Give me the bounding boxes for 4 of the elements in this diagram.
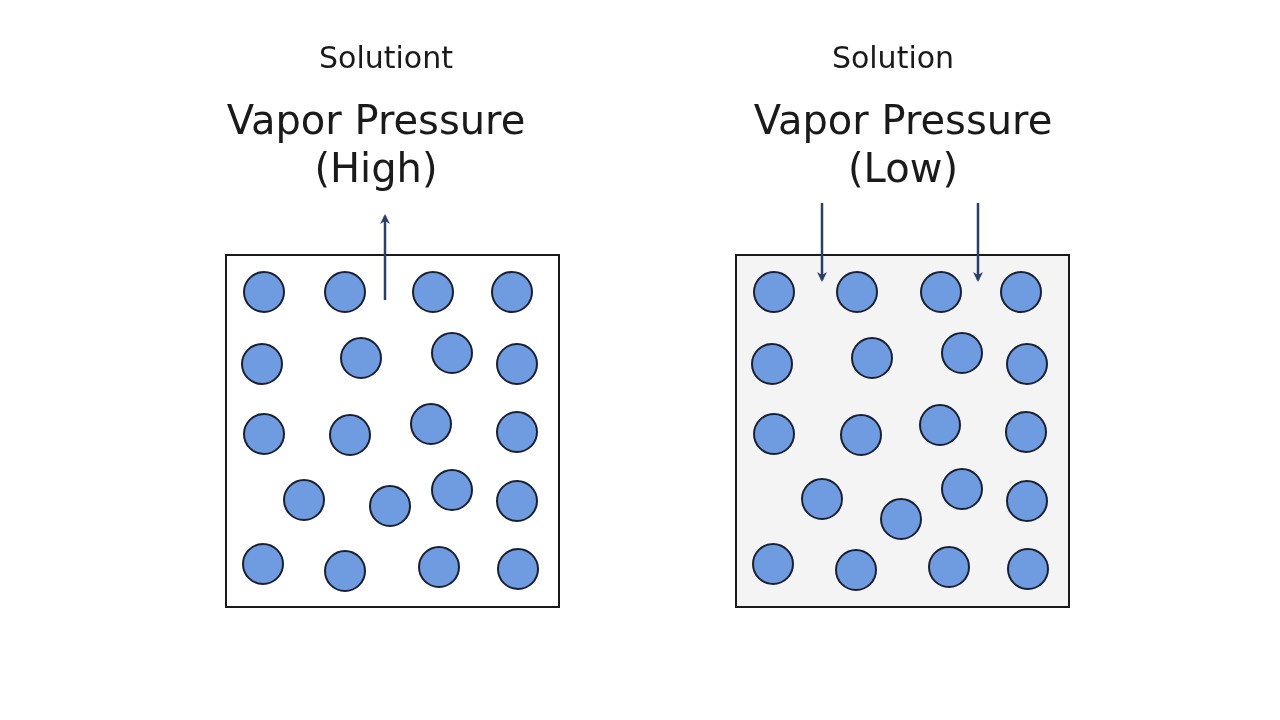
vapor-pressure-label: Vapor Pressure (Low): [752, 96, 1054, 192]
panel-heading: Solution: [830, 40, 956, 76]
vapor-pressure-label: Vapor Pressure (High): [225, 96, 527, 192]
panel-heading: Solutiont: [318, 40, 454, 76]
